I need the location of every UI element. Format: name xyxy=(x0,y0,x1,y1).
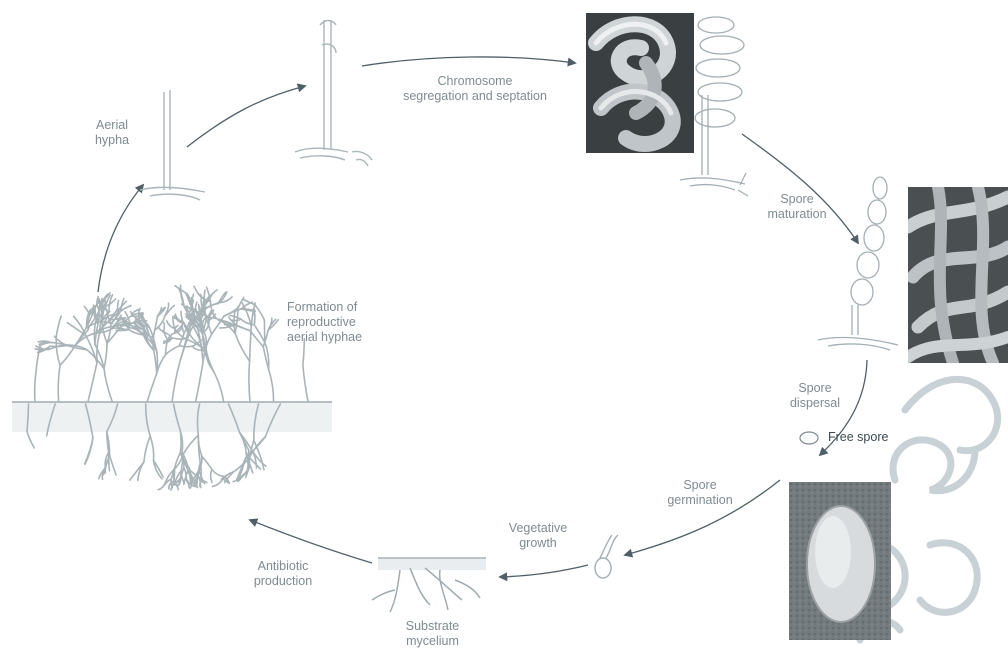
label-substrate-mycelium: Substrate mycelium xyxy=(380,619,485,649)
hypha-strand xyxy=(230,315,241,319)
hypha-strand xyxy=(249,361,250,402)
hypha-strand xyxy=(172,361,180,402)
free-spore-drawing xyxy=(800,432,818,444)
cycle-arrow-icon xyxy=(98,185,143,292)
hypha-strand xyxy=(196,362,204,402)
hypha-strand xyxy=(238,297,243,307)
hypha-strand xyxy=(211,470,212,483)
label-vegetative-growth: Vegetative growth xyxy=(493,521,583,551)
label-formation-aerial-hyphae: Formation of reproductive aerial hyphae xyxy=(287,300,417,345)
hypha-strand xyxy=(88,363,97,402)
hypha-strand xyxy=(224,308,238,317)
cycle-arrow-icon xyxy=(250,520,372,563)
hypha-strand xyxy=(27,431,34,448)
hypha-strand xyxy=(118,300,119,310)
hypha-strand xyxy=(157,352,158,373)
substrate-mycelium-drawing xyxy=(372,558,486,612)
hypha-drawing xyxy=(595,535,618,578)
hypha-strand xyxy=(104,368,112,402)
hypha-strand xyxy=(166,346,180,355)
label-free-spore: Free spore xyxy=(828,430,918,445)
label-spore-maturation: Spore maturation xyxy=(752,192,842,222)
hypha-strand xyxy=(269,370,274,402)
hypha-strand xyxy=(110,456,116,475)
colony-drawing xyxy=(12,285,332,490)
hypha-strand xyxy=(130,462,144,480)
hypha-strand xyxy=(235,333,250,361)
label-chromosome-segregation: Chromosome segregation and septation xyxy=(365,74,585,104)
cycle-arrow-icon xyxy=(742,134,858,243)
hypha-strand xyxy=(104,343,107,368)
hypha-strand xyxy=(84,307,89,316)
hypha-strand xyxy=(250,331,263,347)
hypha-strand xyxy=(165,305,175,316)
hypha-strand xyxy=(150,436,154,461)
label-antibiotic-production: Antibiotic production xyxy=(228,559,338,589)
hypha-strand xyxy=(255,305,265,320)
hypha-strand xyxy=(212,470,223,477)
hypha-strand xyxy=(154,350,157,373)
hypha-strand xyxy=(58,365,60,402)
hypha-strand xyxy=(144,436,150,462)
cycle-arrow-icon xyxy=(187,86,305,147)
hypha-strand xyxy=(237,325,250,330)
hypha-strand xyxy=(35,370,37,402)
hypha-strand xyxy=(164,323,165,332)
hypha-strand xyxy=(227,325,237,326)
hypha-strand xyxy=(74,316,86,335)
micrograph-image xyxy=(586,13,694,153)
cycle-arrow-icon xyxy=(500,565,588,577)
hypha-strand xyxy=(159,327,164,332)
hypha-strand xyxy=(202,457,212,470)
hypha-strand xyxy=(213,371,223,402)
hypha-drawing xyxy=(140,90,205,200)
hypha-strand xyxy=(147,374,157,403)
hypha-strand xyxy=(212,481,221,486)
hypha-strand xyxy=(158,482,166,490)
hypha-drawing xyxy=(295,20,372,166)
micrograph-image xyxy=(908,187,1008,363)
label-spore-dispersal: Spore dispersal xyxy=(775,381,855,411)
hypha-strand xyxy=(254,325,265,343)
hypha-strand xyxy=(184,435,199,453)
cycle-arrow-icon xyxy=(362,57,575,66)
hypha-strand xyxy=(303,365,308,402)
micrograph-image xyxy=(789,482,891,640)
label-aerial-hypha: Aerial hypha xyxy=(82,118,142,148)
hypha-strand xyxy=(56,316,61,338)
label-spore-germination: Spore germination xyxy=(655,478,745,508)
